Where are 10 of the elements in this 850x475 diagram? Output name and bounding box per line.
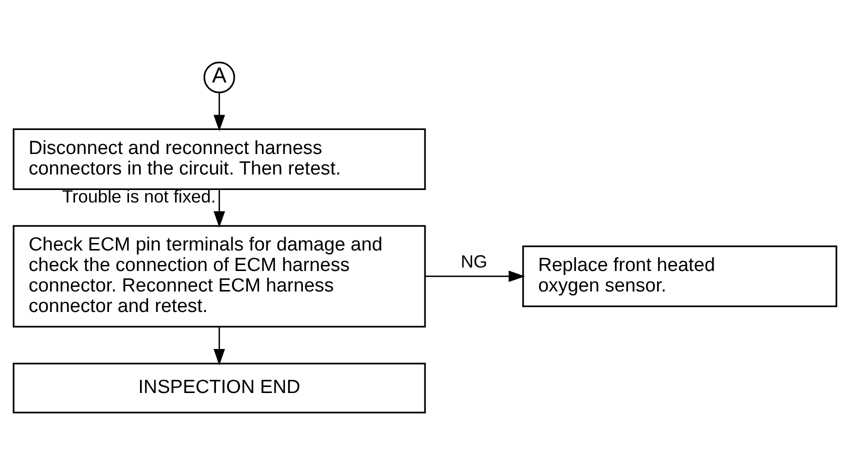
node-box: INSPECTION END <box>12 362 426 414</box>
arrow <box>214 327 226 366</box>
arrow <box>214 92 226 132</box>
edge-label: NG <box>460 251 488 272</box>
arrow <box>425 270 526 282</box>
arrow <box>214 189 226 228</box>
node-box: Replace front heated oxygen sensor. <box>522 246 838 308</box>
node-box: Disconnect and reconnect harness connectors in the circuit. Then retest. <box>12 128 426 190</box>
node-circle: A <box>204 62 236 94</box>
node-box: Check ECM pin terminals for damage and check the connection of ECM harness connector. Reconnect ECM harness connector and retest. <box>12 225 426 328</box>
